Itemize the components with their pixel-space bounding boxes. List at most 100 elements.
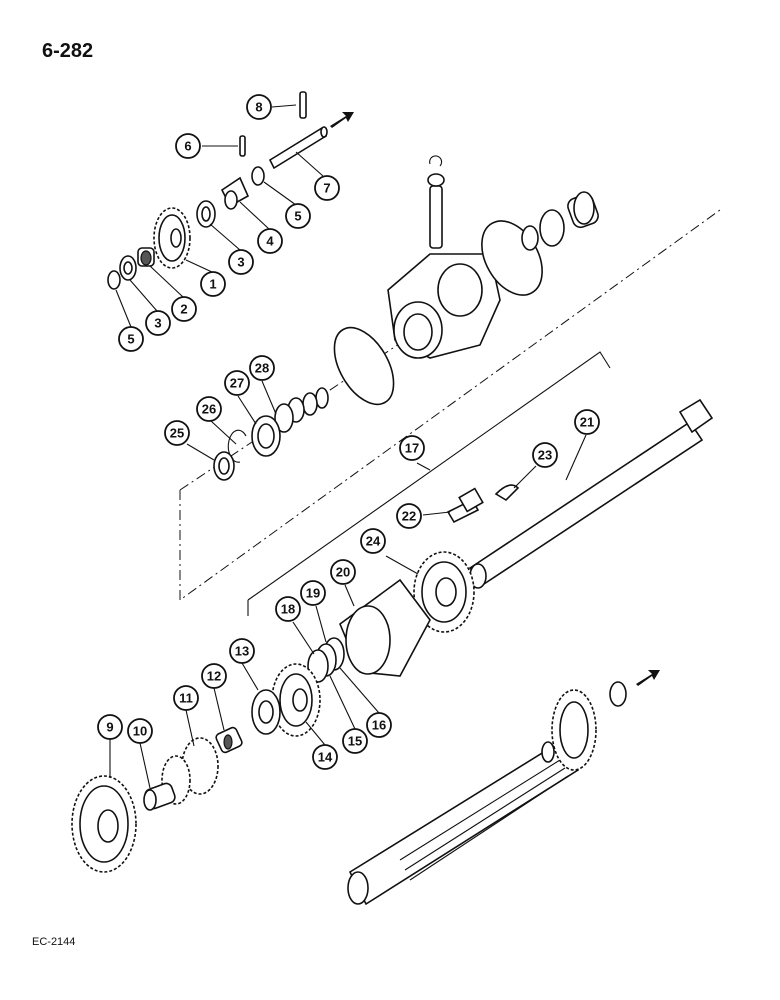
svg-text:17: 17: [405, 441, 419, 456]
callout-24: 24: [360, 528, 386, 554]
svg-text:3: 3: [237, 255, 244, 270]
callout-12: 12: [201, 663, 227, 689]
callout-7: 7: [314, 175, 340, 201]
housing: [387, 253, 501, 359]
main-shaft: [347, 740, 580, 906]
callout-9: 9: [97, 714, 123, 740]
spacer-10: [143, 782, 176, 811]
gear-lower-right: [551, 689, 597, 771]
svg-text:11: 11: [179, 691, 193, 706]
svg-text:14: 14: [318, 750, 333, 765]
svg-text:27: 27: [230, 376, 244, 391]
snap-ring-lower: [541, 741, 555, 763]
svg-text:9: 9: [106, 720, 113, 735]
callout-28: 28: [249, 355, 275, 381]
shaft-7: [268, 126, 328, 170]
bolt-22: [446, 487, 484, 524]
svg-text:25: 25: [170, 426, 184, 441]
callout-23: 23: [532, 442, 558, 468]
svg-text:3: 3: [154, 316, 161, 331]
svg-text:16: 16: [372, 718, 386, 733]
valve-stem: [427, 155, 445, 249]
bearing-27: [251, 415, 281, 457]
washer-stack: [274, 387, 329, 433]
callout-26: 26: [196, 396, 222, 422]
callout-19: 19: [300, 580, 326, 606]
callout-5-upper: 5: [285, 203, 311, 229]
callout-13: 13: [229, 638, 255, 664]
svg-text:8: 8: [255, 100, 262, 115]
shaft-21: [468, 398, 714, 589]
snap-ring-5-lower: [107, 270, 121, 290]
svg-text:28: 28: [255, 361, 269, 376]
page-number: 6-282: [42, 40, 94, 62]
callout-11: 11: [173, 685, 199, 711]
svg-text:20: 20: [336, 565, 350, 580]
o-ring-large-left: [333, 326, 395, 406]
svg-text:7: 7: [323, 181, 330, 196]
callout-18: 18: [275, 596, 301, 622]
svg-text:12: 12: [207, 669, 221, 684]
callout-16: 16: [366, 712, 392, 738]
pin-8: [299, 91, 307, 119]
callout-27: 27: [224, 370, 250, 396]
assembly-bracket: [247, 351, 611, 616]
svg-text:5: 5: [294, 209, 301, 224]
direction-arrow-top: [330, 112, 354, 128]
callout-17: 17: [399, 435, 425, 461]
svg-text:23: 23: [538, 448, 552, 463]
callout-20: 20: [330, 559, 356, 585]
spring-stack-18-19: [307, 637, 345, 683]
snap-ring-26: [227, 429, 247, 463]
snap-ring-5-upper: [251, 166, 265, 186]
washer-25: [213, 451, 235, 481]
svg-text:21: 21: [580, 415, 594, 430]
gear-13: [271, 663, 321, 737]
svg-text:2: 2: [180, 302, 187, 317]
callout-1: 1: [200, 271, 226, 297]
assembly-outline-dashed: [179, 209, 721, 601]
callout-3-upper: 3: [228, 249, 254, 275]
washer-3-upper: [196, 200, 216, 228]
gear-9: [71, 775, 137, 873]
callout-22: 22: [396, 503, 422, 529]
svg-text:26: 26: [202, 402, 216, 417]
svg-text:1: 1: [209, 277, 216, 292]
callout-14: 14: [312, 744, 338, 770]
bushing-12: [215, 726, 243, 754]
svg-text:5: 5: [127, 332, 134, 347]
drawing-code: EC-2144: [32, 936, 76, 948]
svg-text:10: 10: [133, 724, 147, 739]
leader-lines: [109, 104, 587, 789]
washer-3-lower: [119, 255, 137, 281]
svg-text:22: 22: [402, 509, 416, 524]
callout-8: 8: [246, 94, 272, 120]
gear-1: [153, 207, 191, 269]
snap-ring-right: [609, 681, 627, 707]
key-23: [494, 484, 520, 502]
callout-3-lower: 3: [145, 310, 171, 336]
callout-10: 10: [127, 718, 153, 744]
callout-5-lower: 5: [118, 326, 144, 352]
svg-text:15: 15: [348, 734, 362, 749]
collar-4: [220, 176, 250, 210]
bushing-2: [137, 247, 155, 267]
svg-text:4: 4: [266, 234, 274, 249]
callout-15: 15: [342, 728, 368, 754]
bearing-13: [251, 689, 281, 735]
gear-24: [413, 551, 475, 633]
svg-text:6: 6: [184, 139, 191, 154]
svg-text:19: 19: [306, 586, 320, 601]
callout-25: 25: [164, 420, 190, 446]
clutch-20: [339, 578, 431, 677]
direction-arrow-bottom: [636, 670, 660, 686]
callout-2: 2: [171, 296, 197, 322]
svg-text:13: 13: [235, 644, 249, 659]
svg-text:24: 24: [366, 534, 381, 549]
callout-4: 4: [257, 228, 283, 254]
callout-21: 21: [574, 409, 600, 435]
pin-6: [239, 135, 246, 157]
svg-text:18: 18: [281, 602, 295, 617]
bearing-right: [521, 191, 599, 251]
